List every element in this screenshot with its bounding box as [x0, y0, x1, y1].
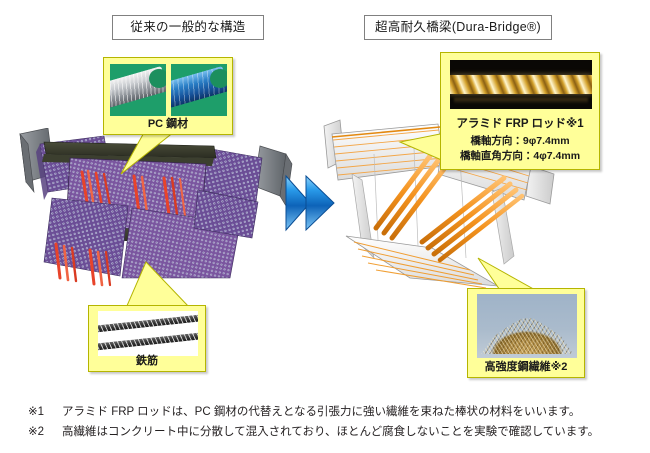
footnote-mark-2: ※2: [28, 426, 45, 438]
footnote-text-2: 高繊維はコンクリート中に分散して混入されており、ほとんど腐食しないことを実験で確…: [62, 426, 600, 438]
aramid-frp-rod-photo: [450, 60, 592, 109]
callout-steel-fiber-caption: 高強度鋼繊維※2: [484, 361, 568, 373]
pc-tendon-group-bottom: [54, 242, 112, 287]
conventional-girder-diagram: [19, 128, 293, 287]
pc-strand-grey-photo: [110, 64, 166, 116]
callout-pc-steel: PC 鋼材: [103, 57, 233, 135]
footnote-row-1: ※1 アラミド FRP ロッドは、PC 鋼材の代替えとなる引張力に強い繊維を束ね…: [28, 402, 634, 422]
dura-bridge-girder-diagram: [323, 119, 555, 289]
footnote-row-2: ※2 高繊維はコンクリート中に分散して混入されており、ほとんど腐食しないことを実…: [28, 422, 634, 442]
title-conventional-structure: 従来の一般的な構造: [112, 15, 264, 40]
footnote-text-1: アラミド FRP ロッドは、PC 鋼材の代替えとなる引張力に強い繊維を束ねた棒状…: [62, 406, 581, 418]
callout-aramid-frp-rod: アラミド FRP ロッド※1 橋軸方向：9φ7.4mm 橋軸直角方向：4φ7.4…: [440, 52, 600, 170]
rebar-bars-photo: [98, 311, 198, 356]
callout-rebar-caption: 鉄筋: [136, 355, 158, 367]
steel-fiber-pile-photo: [477, 294, 577, 358]
footnotes: ※1 アラミド FRP ロッドは、PC 鋼材の代替えとなる引張力に強い繊維を束ね…: [28, 402, 634, 442]
frp-callout-title: アラミド FRP ロッド※1: [456, 118, 584, 130]
lower-deck-rebar: [43, 189, 259, 287]
callout-rebar: 鉄筋: [88, 305, 206, 372]
callout-pc-steel-caption: PC 鋼材: [147, 118, 189, 130]
title-dura-bridge: 超高耐久橋梁(Dura-Bridge®): [364, 15, 552, 40]
frp-spec-longitudinal: 橋軸方向：9φ7.4mm: [470, 135, 570, 147]
double-chevron-right-arrow-icon: [285, 174, 335, 232]
callout-steel-fiber: 高強度鋼繊維※2: [467, 288, 585, 378]
footnote-mark-1: ※1: [28, 406, 45, 418]
pc-strand-blue-photo: [171, 64, 227, 116]
frp-spec-transverse: 橋軸直角方向：4φ7.4mm: [459, 150, 581, 162]
frp-rod-bundle: [373, 153, 525, 263]
